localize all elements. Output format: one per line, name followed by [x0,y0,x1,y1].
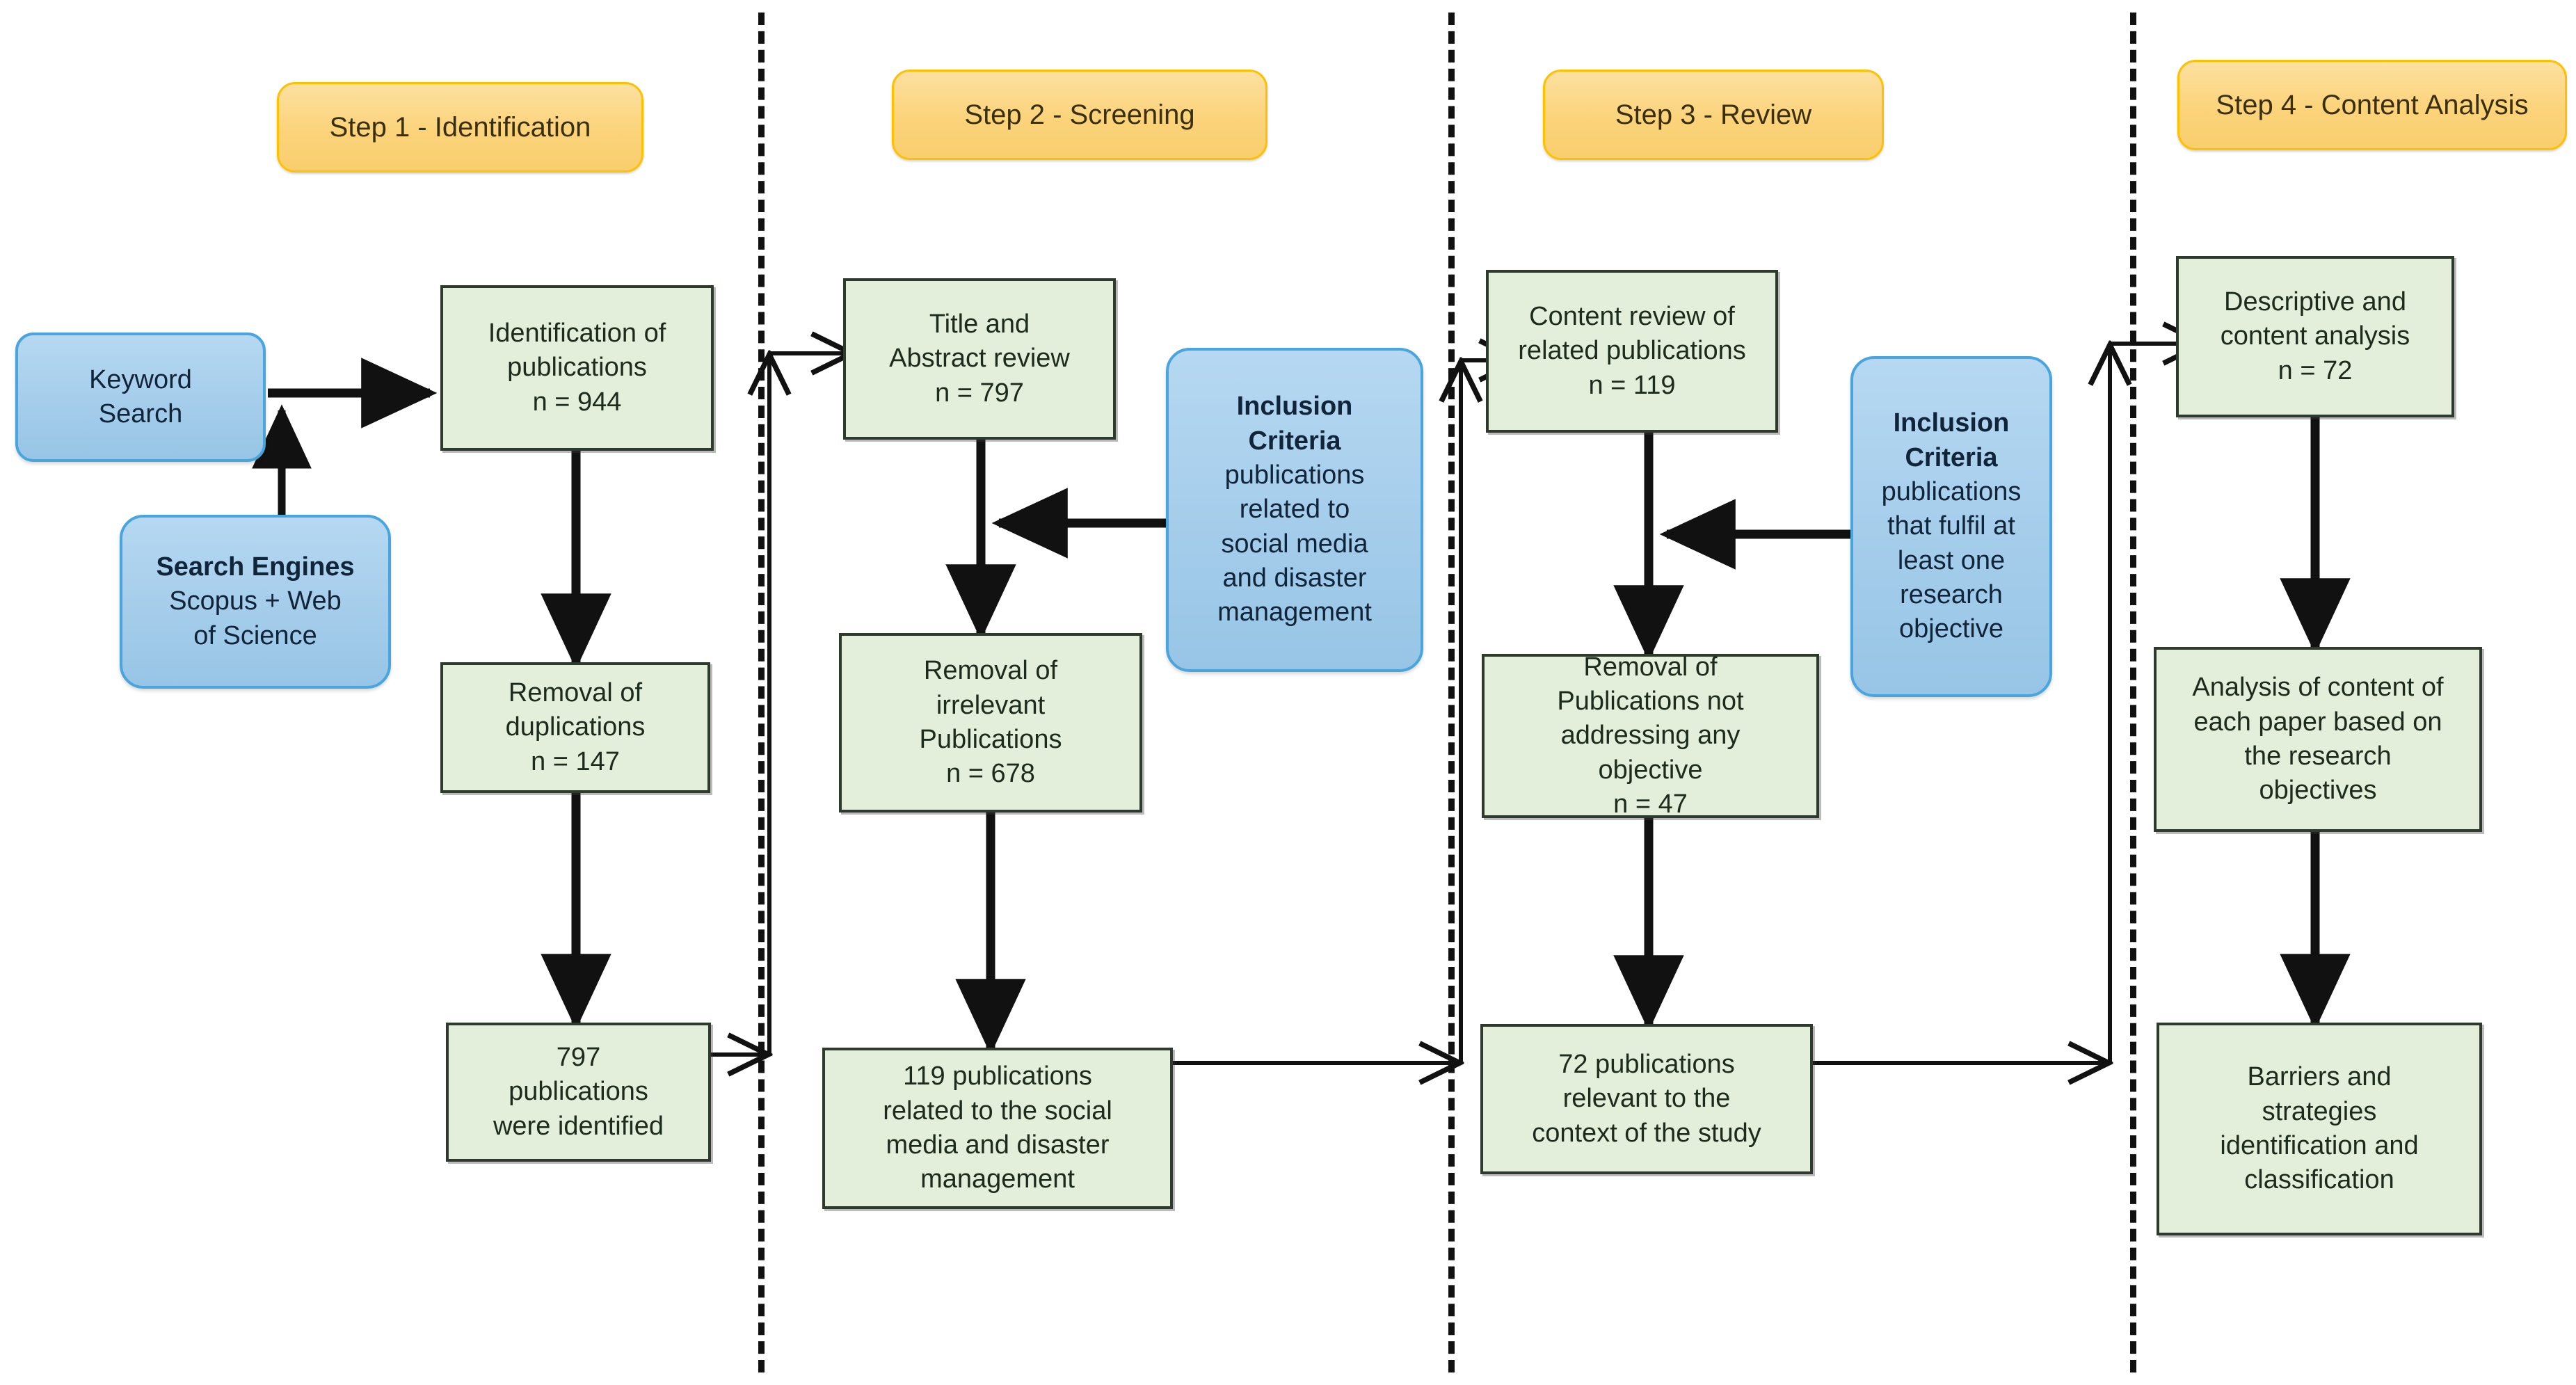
node-analysis-of-content-label: Analysis of content of each paper based … [2192,673,2444,806]
node-72-publications-relevant[interactable]: 72 publications relevant to the context … [1480,1024,1813,1174]
node-descriptive-content-analysis[interactable]: Descriptive and content analysis n = 72 [2176,256,2454,417]
node-title-abstract-review[interactable]: Title and Abstract review n = 797 [843,278,1116,440]
node-797-publications-identified[interactable]: 797 publications were identified [446,1023,711,1162]
node-72-publications-relevant-label: 72 publications relevant to the context … [1532,1049,1761,1148]
node-removal-duplications-label: Removal of duplications n = 147 [505,678,646,776]
node-119-publications-social-media-label: 119 publications related to the social m… [883,1062,1112,1194]
step-header-screening-label: Step 2 - Screening [964,99,1195,130]
node-inclusion-criteria-review[interactable]: Inclusion Criteria publications that ful… [1850,356,2052,697]
node-content-review-related-publications-label: Content review of related publications n… [1518,301,1746,400]
node-removal-publications-no-objective[interactable]: Removal of Publications not addressing a… [1482,653,1819,819]
node-inclusion-criteria-screening[interactable]: Inclusion Criteria publications related … [1166,348,1423,672]
step-header-review[interactable]: Step 3 - Review [1543,70,1884,160]
node-119-publications-social-media[interactable]: 119 publications related to the social m… [822,1048,1173,1209]
step-header-identification[interactable]: Step 1 - Identification [277,82,643,173]
divider-step3-step4 [2130,13,2136,1372]
step-header-content-analysis-label: Step 4 - Content Analysis [2216,90,2529,120]
step-header-screening[interactable]: Step 2 - Screening [892,70,1267,160]
node-inclusion-criteria-review-body: publications that fulfil at least one re… [1881,477,2022,644]
node-search-engines-body: Scopus + Web of Science [169,586,342,650]
node-removal-duplications[interactable]: Removal of duplications n = 147 [440,662,710,793]
node-removal-publications-no-objective-label: Removal of Publications not addressing a… [1557,652,1744,819]
node-removal-irrelevant-publications[interactable]: Removal of irrelevant Publications n = 6… [839,633,1142,812]
node-content-review-related-publications[interactable]: Content review of related publications n… [1486,270,1778,433]
node-search-engines[interactable]: Search Engines Scopus + Web of Science [120,515,391,689]
node-inclusion-criteria-review-title: Inclusion Criteria [1893,408,2010,472]
node-title-abstract-review-label: Title and Abstract review n = 797 [889,309,1070,408]
divider-step2-step3 [1448,13,1455,1372]
step-header-content-analysis[interactable]: Step 4 - Content Analysis [2177,60,2567,150]
node-identification-publications-label: Identification of publications n = 944 [488,318,666,417]
node-inclusion-criteria-screening-body: publications related to social media and… [1217,460,1372,627]
node-descriptive-content-analysis-label: Descriptive and content analysis n = 72 [2220,287,2410,385]
node-removal-irrelevant-publications-label: Removal of irrelevant Publications n = 6… [919,656,1062,789]
node-keyword-search[interactable]: Keyword Search [15,333,266,462]
node-barriers-strategies-label: Barriers and strategies identification a… [2220,1062,2419,1195]
step-header-identification-label: Step 1 - Identification [329,112,591,143]
node-analysis-of-content[interactable]: Analysis of content of each paper based … [2154,647,2482,832]
node-search-engines-title: Search Engines [156,552,355,582]
node-identification-publications[interactable]: Identification of publications n = 944 [440,285,714,451]
divider-step1-step2 [758,13,765,1372]
node-inclusion-criteria-screening-title: Inclusion Criteria [1236,392,1353,456]
node-barriers-strategies[interactable]: Barriers and strategies identification a… [2157,1023,2482,1235]
node-797-publications-identified-label: 797 publications were identified [493,1042,664,1141]
step-header-review-label: Step 3 - Review [1615,99,1812,130]
node-keyword-search-label: Keyword Search [89,365,192,429]
